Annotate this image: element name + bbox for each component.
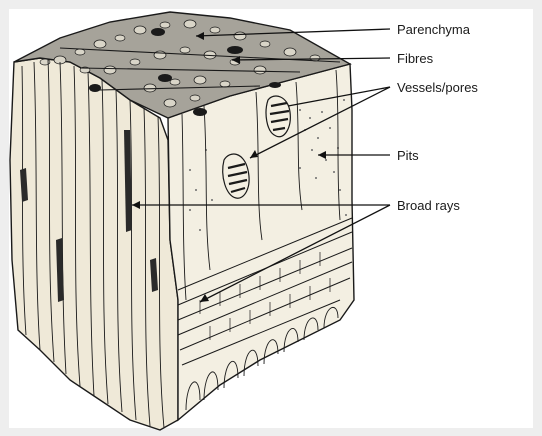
label-vessels-pores: Vessels/pores — [397, 80, 478, 95]
right-face — [168, 64, 354, 420]
wood-block-illustration — [10, 12, 354, 430]
label-broad-rays: Broad rays — [397, 198, 460, 213]
label-pits: Pits — [397, 148, 419, 163]
label-fibres: Fibres — [397, 51, 434, 66]
label-parenchyma: Parenchyma — [397, 22, 471, 37]
